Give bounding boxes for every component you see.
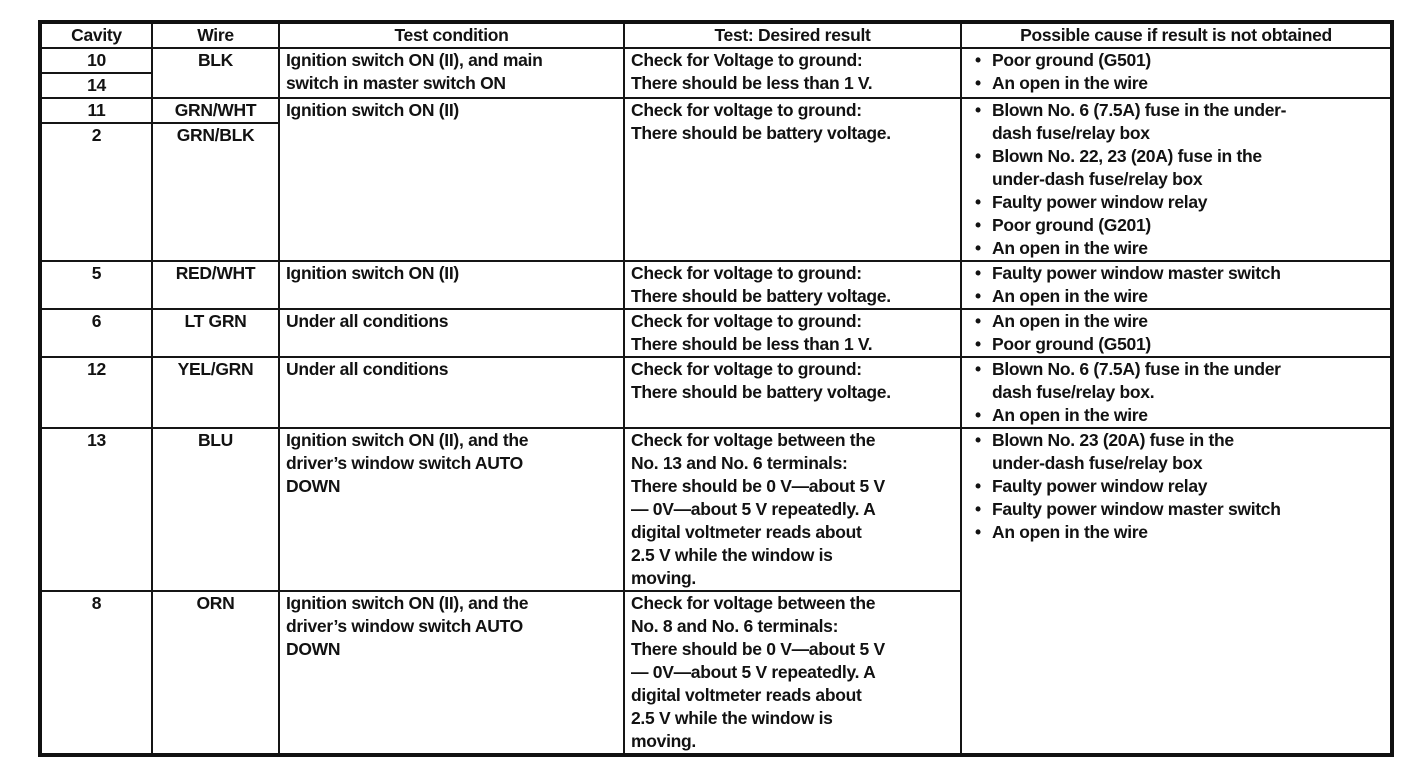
cause-item: An open in the wire [968, 521, 1384, 544]
causes-cell: Blown No. 23 (20A) fuse in the under-das… [960, 427, 1393, 756]
header-wire: Wire [151, 21, 280, 49]
cavity-cell: 8 [39, 590, 153, 756]
table-row: 5 RED/WHT Ignition switch ON (II) Check … [39, 260, 1393, 310]
wire-cell: GRN/WHT [151, 96, 280, 125]
cavity-cell: 2 [39, 122, 153, 262]
cause-item: Poor ground (G201) [968, 214, 1384, 237]
table-row: 2 GRN/BLK [39, 122, 1392, 262]
wire-cell: BLK [151, 47, 280, 99]
result-cell: Check for voltage to ground: There shoul… [623, 260, 962, 310]
result-cell: Check for voltage between the No. 8 and … [623, 590, 962, 756]
connector-test-table: Cavity Wire Test condition Test: Desired… [38, 20, 1394, 757]
cause-item: Faulty power window relay [968, 475, 1384, 498]
cavity-cell: 14 [39, 72, 153, 99]
condition-cell: Under all conditions [278, 308, 625, 358]
cause-item: An open in the wire [968, 311, 1384, 333]
cause-item: Poor ground (G501) [968, 333, 1384, 355]
cause-item: Blown No. 6 (7.5A) fuse in the under das… [968, 359, 1384, 404]
header-possible-cause: Possible cause if result is not obtained [960, 21, 1393, 49]
cause-item: An open in the wire [968, 237, 1384, 259]
cavity-cell: 10 [39, 47, 153, 74]
result-cell: Check for voltage to ground: There shoul… [623, 356, 962, 429]
causes-cell: Faulty power window master switch An ope… [960, 260, 1393, 310]
cause-item: Faulty power window master switch [968, 498, 1384, 521]
wire-cell: YEL/GRN [151, 356, 280, 429]
table-row: 10 BLK Ignition switch ON (II), and main… [39, 47, 1393, 99]
header-test-condition: Test condition [278, 21, 625, 49]
cause-item: An open in the wire [968, 404, 1384, 426]
causes-cell: Blown No. 6 (7.5A) fuse in the under das… [960, 356, 1393, 429]
wire-cell: ORN [151, 590, 280, 756]
wire-cell: LT GRN [151, 308, 280, 358]
result-cell: Check for Voltage to ground: There shoul… [623, 47, 962, 99]
table-row: 12 YEL/GRN Under all conditions Check fo… [39, 356, 1393, 429]
cavity-cell: 13 [39, 427, 153, 592]
cavity-cell: 11 [39, 96, 153, 125]
result-cell: Check for voltage to ground: There shoul… [623, 97, 962, 262]
table-row: 8 ORN Ignition switch ON (II), and the d… [39, 590, 1392, 756]
wire-cell: GRN/BLK [151, 122, 280, 262]
condition-cell: Ignition switch ON (II) [278, 260, 625, 310]
cavity-cell: 12 [39, 356, 153, 429]
table-row: 13 BLU Ignition switch ON (II), and the … [39, 427, 1393, 756]
cause-item: Blown No. 23 (20A) fuse in the under-das… [968, 430, 1384, 475]
result-cell: Check for voltage to ground: There shoul… [623, 308, 962, 358]
causes-cell: An open in the wire Poor ground (G501) [960, 308, 1393, 358]
wire-cell: RED/WHT [151, 260, 280, 310]
cause-item: Faulty power window relay [968, 191, 1384, 214]
cause-item: An open in the wire [968, 285, 1384, 307]
cavity-cell: 5 [39, 260, 153, 310]
causes-cell: Poor ground (G501) An open in the wire [960, 47, 1393, 99]
table-header-row: Cavity Wire Test condition Test: Desired… [39, 21, 1393, 49]
table-row: 11 GRN/WHT Ignition switch ON (II) Check… [39, 96, 1393, 262]
table-row: 6 LT GRN Under all conditions Check for … [39, 308, 1393, 358]
cause-item: Poor ground (G501) [968, 50, 1384, 72]
header-desired-result: Test: Desired result [623, 21, 962, 49]
cause-item: An open in the wire [968, 72, 1384, 95]
header-cavity: Cavity [39, 21, 153, 49]
cause-item: Blown No. 22, 23 (20A) fuse in the under… [968, 145, 1384, 191]
cavity-cell: 6 [39, 308, 153, 358]
condition-cell: Ignition switch ON (II) [278, 97, 625, 262]
table-row: 14 [39, 72, 1392, 99]
condition-cell: Ignition switch ON (II), and the driver’… [278, 590, 625, 756]
result-cell: Check for voltage between the No. 13 and… [623, 427, 962, 592]
condition-cell: Under all conditions [278, 356, 625, 429]
condition-cell: Ignition switch ON (II), and the driver’… [278, 427, 625, 592]
condition-cell: Ignition switch ON (II), and main switch… [278, 47, 625, 99]
causes-cell: Blown No. 6 (7.5A) fuse in the under- da… [960, 97, 1393, 262]
cause-item: Blown No. 6 (7.5A) fuse in the under- da… [968, 100, 1384, 145]
cause-item: Faulty power window master switch [968, 263, 1384, 285]
wire-cell: BLU [151, 427, 280, 592]
